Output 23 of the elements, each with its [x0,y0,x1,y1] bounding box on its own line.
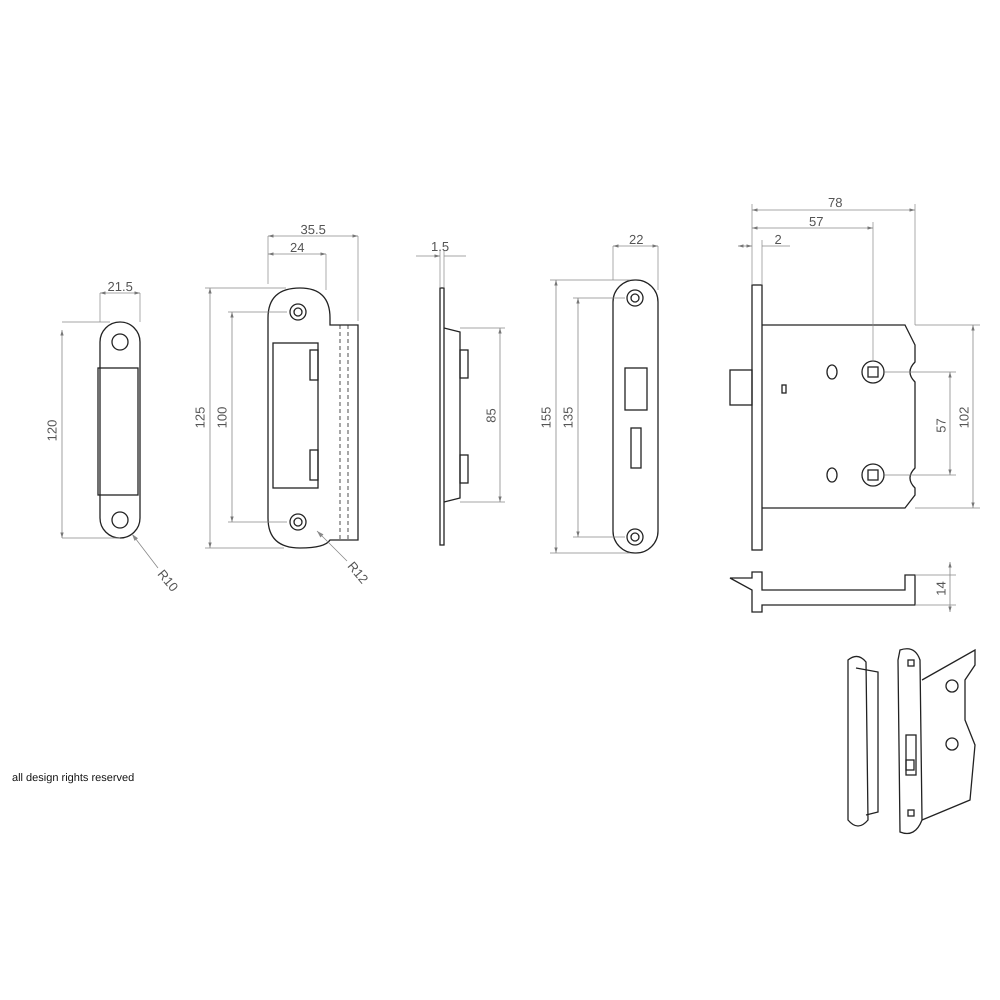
leader-line [132,534,158,568]
copyright-note: all design rights reserved [12,772,134,784]
leader-line [316,530,348,562]
dimension-value: 100 [215,406,228,428]
dimension-value: 14 [934,580,948,596]
dimension-value: 120 [45,419,58,441]
dimension-value: 2 [774,232,782,246]
dimension-value: 57 [809,214,824,228]
strike-plate-drawing [267,287,359,549]
radius-label: R10 [155,566,181,594]
dimension-value: 1.5 [431,240,450,252]
dimension-value: 22 [629,232,644,246]
dimension-value: 135 [561,406,574,428]
dimension-value: 35.5 [300,222,326,236]
strike-plate-drawing [97,321,141,539]
dimension-value: 24 [290,240,304,254]
dimension-value: 57 [934,418,948,432]
dimension-value: 21.5 [108,280,133,292]
dimension-value: 85 [484,408,498,422]
dimension-value: 155 [539,406,552,428]
dimension-value: 125 [193,406,206,428]
dimension-value: 78 [828,196,842,208]
dimension-value: 102 [957,406,970,428]
